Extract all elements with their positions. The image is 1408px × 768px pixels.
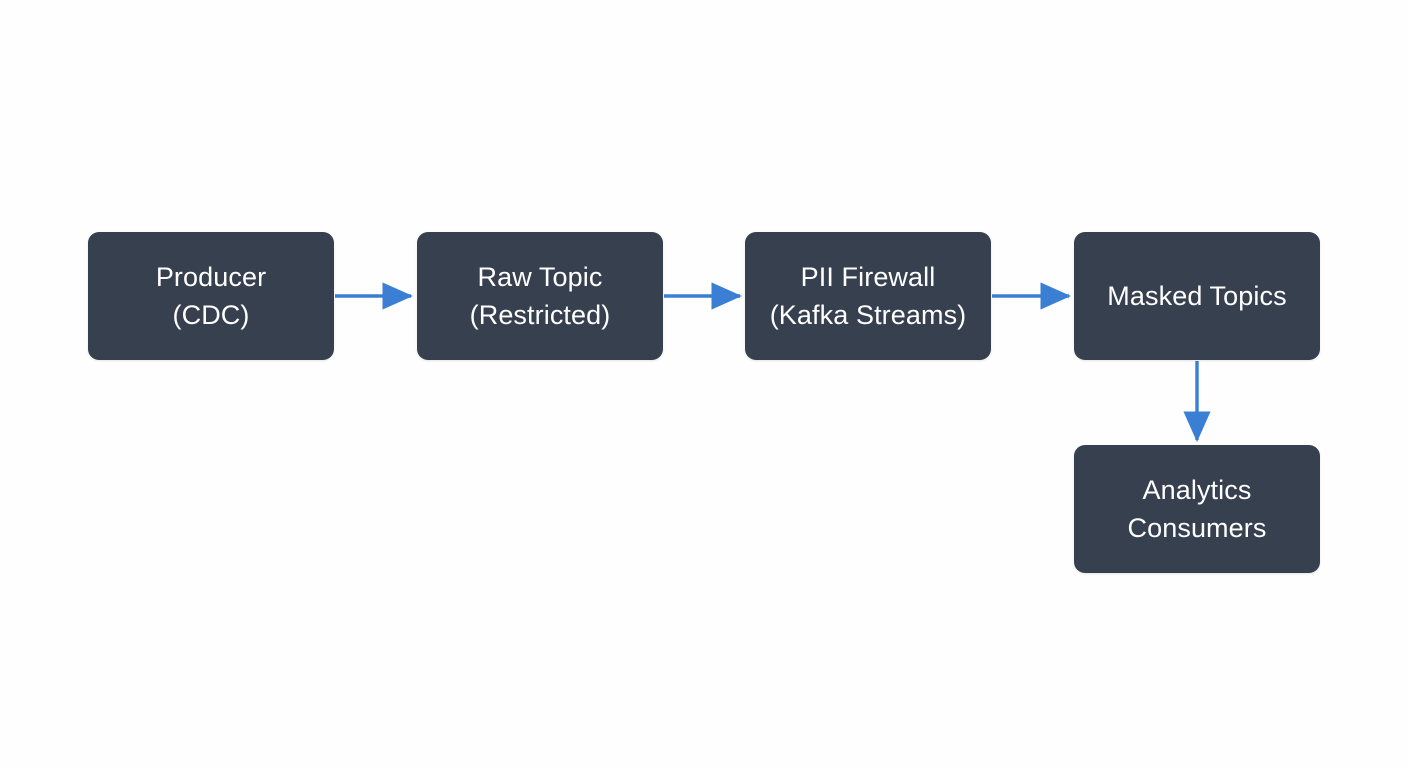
node-analytics-consumers[interactable]: Analytics Consumers [1074,445,1320,573]
node-pii-firewall-label: PII Firewall (Kafka Streams) [769,261,967,330]
node-masked-topics[interactable]: Masked Topics [1074,232,1320,360]
node-analytics-consumers-label: Analytics Consumers [1127,474,1267,543]
node-raw-topic-label: Raw Topic (Restricted) [469,261,611,330]
node-raw-topic[interactable]: Raw Topic (Restricted) [417,232,663,360]
node-producer-label: Producer (CDC) [155,261,267,330]
node-producer[interactable]: Producer (CDC) [88,232,334,360]
node-masked-topics-label: Masked Topics [1107,280,1287,311]
node-pii-firewall[interactable]: PII Firewall (Kafka Streams) [745,232,991,360]
